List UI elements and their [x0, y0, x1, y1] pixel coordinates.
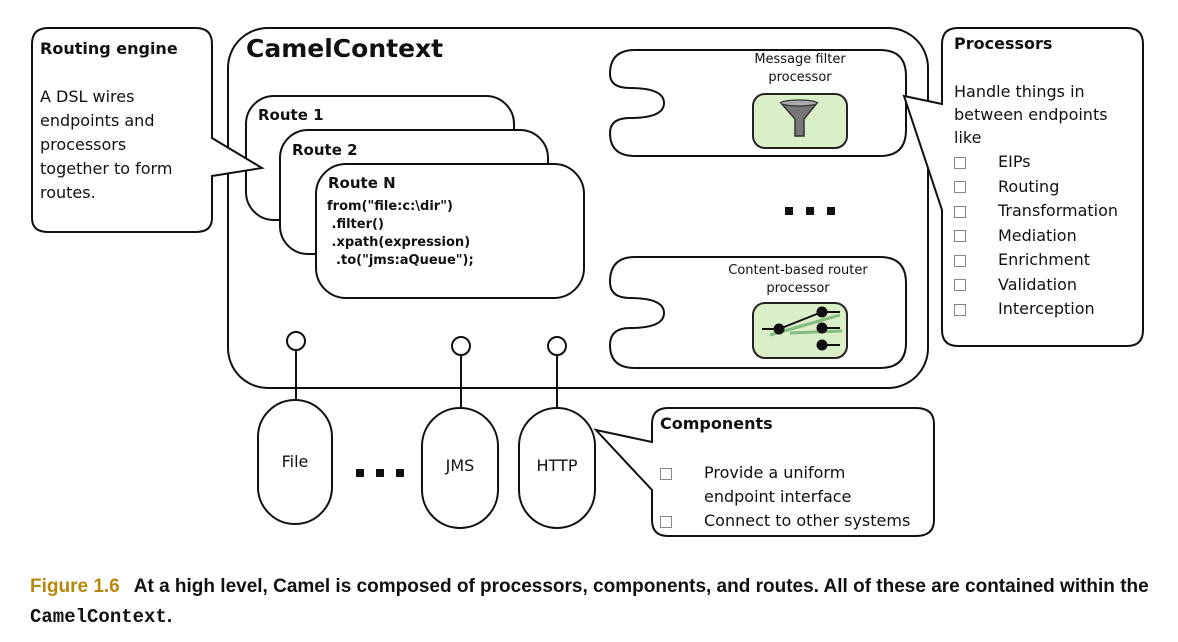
routing-engine-title: Routing engine — [40, 39, 178, 58]
caption-text-2: . — [166, 606, 173, 627]
checkbox-bullet-icon — [954, 205, 966, 218]
caption-text-1: At a high level, Camel is composed of pr… — [133, 576, 1149, 597]
figure-number: Figure 1.6 — [30, 576, 120, 597]
endpoint-jms — [421, 407, 499, 529]
checkbox-bullet-icon — [660, 468, 672, 480]
route-1-label: Route 1 — [258, 106, 324, 124]
list-item: EIPs — [954, 150, 1118, 175]
components-callout — [593, 407, 935, 537]
caption-code: CamelContext — [30, 606, 167, 628]
endpoint-http — [518, 407, 596, 529]
router-switch-icon — [752, 302, 848, 359]
checkbox-bullet-icon — [954, 181, 966, 193]
list-item: Routing — [954, 175, 1118, 200]
list-item: Mediation — [954, 224, 1118, 249]
checkbox-bullet-icon — [954, 303, 966, 316]
processors-list: EIPs Routing Transformation Mediation En… — [954, 150, 1118, 322]
endpoint-jms-label: JMS — [445, 456, 475, 475]
endpoint-connectors — [286, 331, 567, 410]
funnel-icon — [752, 93, 848, 149]
route-n-dsl-code: from("file:c:\dir") .filter() .xpath(exp… — [327, 199, 474, 268]
endpoint-file-label: File — [281, 452, 309, 471]
message-filter-label: Message filter processor — [754, 52, 846, 85]
processors-callout — [902, 27, 1144, 347]
processors-ellipsis-dots — [785, 207, 835, 215]
processors-description: Handle things in between endpoints like — [954, 82, 1108, 147]
endpoint-http-label: HTTP — [536, 456, 578, 475]
components-list: Provide a uniform endpoint interface Con… — [660, 461, 910, 533]
list-item: Validation — [954, 273, 1118, 298]
route-n-card — [315, 163, 585, 299]
checkbox-bullet-icon — [954, 254, 966, 267]
processors-title: Processors — [954, 34, 1053, 53]
camel-context-title: CamelContext — [246, 34, 444, 63]
route-n-label: Route N — [328, 174, 396, 192]
route-2-label: Route 2 — [292, 141, 358, 159]
figure-caption: Figure 1.6 At a high level, Camel is comp… — [30, 572, 1150, 632]
checkbox-bullet-icon — [954, 230, 966, 242]
checkbox-bullet-icon — [660, 516, 672, 528]
list-item: Enrichment — [954, 248, 1118, 273]
endpoints-ellipsis-dots — [356, 469, 404, 477]
routing-engine-description: A DSL wires endpoints and processors tog… — [40, 87, 173, 202]
content-router-label: Content-based router processor — [728, 263, 868, 296]
checkbox-bullet-icon — [954, 156, 966, 169]
routing-engine-callout — [31, 27, 265, 233]
list-item: Provide a uniform endpoint interface — [660, 461, 910, 509]
list-item: Connect to other systems — [660, 509, 910, 533]
list-item: Interception — [954, 297, 1118, 322]
endpoint-file — [257, 399, 333, 525]
components-title: Components — [660, 414, 773, 433]
checkbox-bullet-icon — [954, 279, 966, 291]
list-item: Transformation — [954, 199, 1118, 224]
